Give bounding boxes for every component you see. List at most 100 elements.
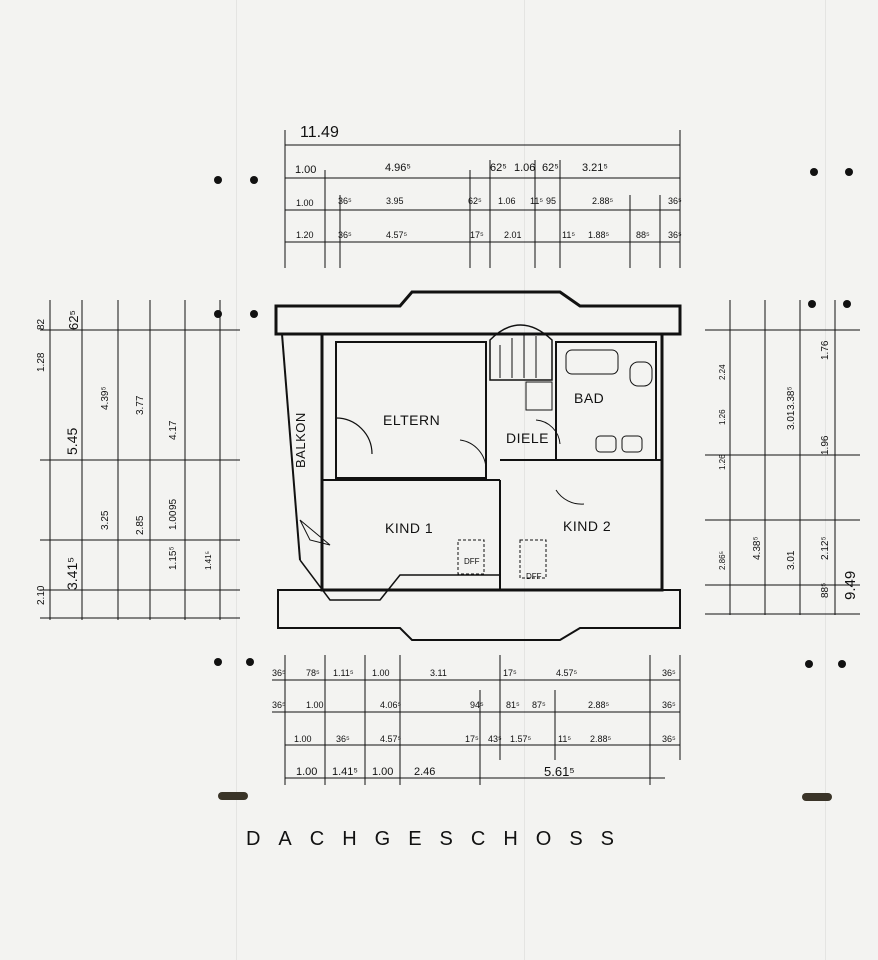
punch-hole bbox=[845, 168, 853, 176]
dim-bottom: 1.00 bbox=[372, 668, 390, 678]
room-kind2: KIND 2 bbox=[563, 518, 612, 534]
dim-top: 36⁵ bbox=[668, 196, 682, 206]
dim-top: 1.06 bbox=[514, 162, 536, 174]
dim-left: 3.41⁵ bbox=[64, 556, 80, 590]
dim-top: 1.20 bbox=[296, 230, 314, 240]
punch-hole bbox=[808, 300, 816, 308]
dim-bottom: 1.00 bbox=[294, 734, 312, 744]
dim-top: 1.00 bbox=[296, 198, 314, 208]
dim-bottom: 1.41⁵ bbox=[332, 766, 358, 778]
dim-top: 3.21⁵ bbox=[582, 162, 608, 174]
dim-right: 2.86⁵ bbox=[718, 551, 727, 570]
room-bad: BAD bbox=[574, 390, 605, 406]
dim-top: 88⁵ bbox=[636, 230, 650, 240]
dim-bottom: 94⁵ bbox=[470, 700, 484, 710]
dim-bottom: 5.61⁵ bbox=[544, 764, 575, 779]
dim-left: 1.15⁵ bbox=[168, 546, 179, 570]
punch-hole bbox=[250, 310, 258, 318]
dim-bottom: 2.88⁵ bbox=[590, 734, 612, 744]
dim-top: 36⁵ bbox=[338, 196, 352, 206]
punch-hole bbox=[214, 176, 222, 184]
punch-hole bbox=[246, 658, 254, 666]
skylight-label: DFF bbox=[526, 572, 542, 581]
dim-top: 62⁵ bbox=[542, 162, 559, 174]
punch-hole bbox=[214, 310, 222, 318]
dim-bottom: 4.06⁵ bbox=[380, 700, 402, 710]
dim-bottom: 2.88⁵ bbox=[588, 700, 610, 710]
dim-top: 1.06 bbox=[498, 196, 516, 206]
dim-left: 2.85 bbox=[135, 515, 146, 535]
dim-right: 1.76 bbox=[820, 340, 831, 360]
dim-right: 2.12⁵ bbox=[820, 536, 831, 560]
dim-bottom: 36⁵ bbox=[272, 700, 286, 710]
dim-right: 2.24 bbox=[718, 364, 727, 380]
dim-right: 9.49 bbox=[842, 570, 859, 600]
dim-bottom: 1.00 bbox=[306, 700, 324, 710]
dim-bottom: 36⁵ bbox=[662, 734, 676, 744]
dim-top: 11⁵ bbox=[562, 230, 576, 240]
room-eltern: ELTERN bbox=[383, 412, 441, 428]
punch-hole bbox=[843, 300, 851, 308]
dim-left: 3.25 bbox=[100, 510, 111, 530]
punch-hole bbox=[214, 658, 222, 666]
dim-right: 1.26 bbox=[718, 409, 727, 425]
dim-top: 2.01 bbox=[504, 230, 522, 240]
room-diele: DIELE bbox=[506, 430, 549, 446]
dim-top: 36⁵ bbox=[668, 230, 682, 240]
dim-left: 1.41⁵ bbox=[204, 551, 213, 570]
dim-top: 3.95 bbox=[386, 196, 404, 206]
dim-bottom: 81⁵ bbox=[506, 700, 520, 710]
dim-top: 11⁵ bbox=[530, 196, 544, 206]
dim-bottom: 36⁵ bbox=[662, 668, 676, 678]
dim-bottom: 17⁵ bbox=[503, 668, 517, 678]
punch-hole bbox=[250, 176, 258, 184]
dim-left: 62⁵ bbox=[66, 310, 81, 330]
dim-left: 2.10 bbox=[36, 585, 47, 605]
dim-bottom: 1.00 bbox=[372, 766, 394, 778]
binder-clip bbox=[802, 793, 832, 801]
dim-left: 4.39⁵ bbox=[100, 386, 111, 410]
overall-width: 11.49 bbox=[300, 124, 339, 141]
dim-bottom: 4.57⁵ bbox=[556, 668, 578, 678]
dim-right: 3.38⁵ bbox=[786, 386, 797, 410]
dim-right: 3.01 bbox=[786, 410, 797, 430]
punch-hole bbox=[805, 660, 813, 668]
skylight-label: DFF bbox=[464, 557, 480, 566]
dim-bottom: 3.11 bbox=[430, 668, 447, 678]
dim-left: 4.17 bbox=[168, 420, 179, 440]
dim-bottom: 1.57⁵ bbox=[510, 734, 532, 744]
dim-bottom: 36⁵ bbox=[336, 734, 350, 744]
dim-top: 4.96⁵ bbox=[385, 162, 411, 174]
dim-bottom: 87⁵ bbox=[532, 700, 546, 710]
dim-right: 1.26 bbox=[718, 454, 727, 470]
dim-bottom: 36⁵ bbox=[272, 668, 286, 678]
dim-bottom: 78⁵ bbox=[306, 668, 320, 678]
dim-bottom: 4.57⁵ bbox=[380, 734, 402, 744]
dim-top: 95 bbox=[546, 196, 557, 206]
dim-top: 2.88⁵ bbox=[592, 196, 614, 206]
dim-bottom: 43⁵ bbox=[488, 734, 502, 744]
floor-title: DACHGESCHOSS bbox=[245, 828, 633, 850]
dim-left: 95 bbox=[168, 498, 179, 510]
punch-hole bbox=[838, 660, 846, 668]
dim-top: 17⁵ bbox=[470, 230, 484, 240]
dim-bottom: 11⁵ bbox=[558, 734, 572, 744]
dim-bottom: 2.46 bbox=[414, 766, 436, 778]
dim-bottom: 1.11⁵ bbox=[333, 668, 354, 678]
binder-clip bbox=[218, 792, 248, 800]
room-kind1: KIND 1 bbox=[385, 520, 434, 536]
dim-top: 4.57⁵ bbox=[386, 230, 408, 240]
dim-bottom: 36⁵ bbox=[662, 700, 676, 710]
dim-left: 1.00 bbox=[168, 510, 179, 530]
dim-left: 3.77 bbox=[135, 395, 146, 415]
dim-right: 88⁵ bbox=[820, 582, 831, 598]
dim-left: 82 bbox=[36, 318, 47, 330]
punch-hole bbox=[810, 168, 818, 176]
dim-bottom: 17⁵ bbox=[465, 734, 479, 744]
dim-top: 1.88⁵ bbox=[588, 230, 610, 240]
dim-right: 3.01 bbox=[786, 550, 797, 570]
dim-top: 62⁵ bbox=[468, 196, 482, 206]
dim-left: 5.45 bbox=[64, 427, 80, 455]
dim-top: 1.00 bbox=[295, 164, 317, 176]
